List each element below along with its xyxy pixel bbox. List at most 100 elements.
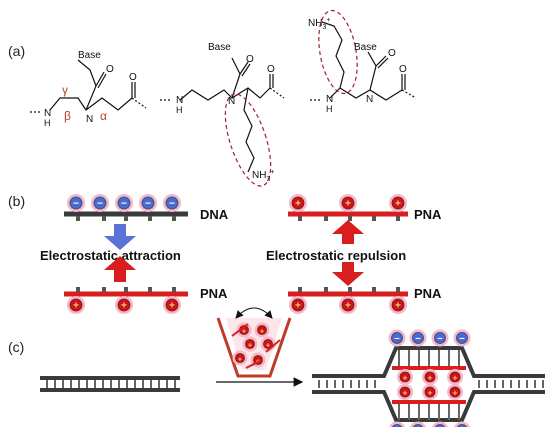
hybrid-rung [458,404,460,420]
svg-text:−: − [415,334,421,344]
pna-right-bottom-base-tick [372,287,376,292]
plus-charge-bead: + [339,194,357,212]
panel-b-label: (b) [8,193,25,209]
svg-text:+: + [242,327,247,336]
plus-charge-bead: + [115,296,133,314]
base-pair-rung [494,380,496,388]
svg-text:+: + [295,301,301,312]
base-pair-rung [366,380,368,388]
pna-strand-left-bottom: + + + [64,287,188,314]
oxygen-label-2a: O [246,54,254,65]
hybrid-rung [408,350,410,366]
repulsion-arrow-down [332,262,364,286]
base-pair-rung [358,380,360,388]
hybrid-rung [428,404,430,420]
hybrid-rung [398,350,400,366]
pna-right-bottom-backbone [288,291,408,297]
pna-left-backbone [64,291,188,297]
nitrogen-label-1: N [86,114,93,125]
svg-text:−: − [73,199,79,210]
attraction-arrow-down [104,224,136,250]
minus-charge-bead: − [67,194,85,212]
svg-text:+: + [73,301,79,312]
oxygen-label-1a: O [106,64,114,75]
alpha-label: α [100,109,107,123]
pna-right-top-base-tick [372,216,376,221]
svg-text:+: + [345,301,351,312]
base-pair-rung [54,380,56,388]
pna-left-base-tick [102,287,106,292]
mixing-double-arrow [235,307,273,319]
svg-text:+: + [428,388,433,398]
svg-text:−: − [121,199,127,210]
attraction-arrow-up [104,256,136,282]
pna-label-right-top: PNA [414,207,442,222]
nh-label-2: N [176,95,183,106]
plus-charge-bead: + [389,194,407,212]
svg-text:−: − [459,334,465,344]
hybrid-rung [418,350,420,366]
svg-text:+: + [238,355,243,364]
pna-right-top-base-tick [324,216,328,221]
svg-text:+: + [121,301,127,312]
plus-charge-bead: + [289,194,307,212]
plus-charge-bead: + [397,369,413,385]
pna-right-top-backbone [288,211,408,217]
dna-left-base-tick [76,216,80,221]
svg-text:+: + [395,199,401,210]
plus-charge-bead: + [67,296,85,314]
h-label-3: H [326,104,333,114]
pna-left-base-tick [172,287,176,292]
base-pair-rung [318,380,320,388]
repulsion-label: Electrostatic repulsion [266,248,406,263]
pna-label-left: PNA [200,286,228,301]
hybrid-rung [448,350,450,366]
h-label-2: H [176,105,183,115]
pna-left-base-tick [148,287,152,292]
base-pair-rung [534,380,536,388]
minus-charge-bead: − [91,194,109,212]
repulsion-arrow-up [332,220,364,244]
svg-text:+: + [266,341,271,350]
minus-charge-bead: − [453,421,471,432]
base-pair-rung [118,380,120,388]
svg-text:+: + [403,373,408,383]
dna-left-base-tick [148,216,152,221]
cup-pna-fragment [231,323,249,337]
hybrid-rung [408,404,410,420]
pna-structure-3 [310,21,417,101]
lysine-highlight-ellipse-2 [224,93,272,187]
base-pair-rung [478,380,480,388]
oxygen-label-2b: O [267,64,275,75]
oxygen-label-3b: O [399,64,407,75]
nh-label-1: N [44,108,51,119]
svg-text:−: − [169,199,175,210]
base-pair-rung [78,380,80,388]
hybrid-rung [398,404,400,420]
base-pair-rung [326,380,328,388]
minus-charge-bead: − [431,421,449,432]
base-pair-rung [102,380,104,388]
svg-text:+: + [260,327,265,336]
base-pair-rung [70,380,72,388]
pna-right-top-base-tick [348,216,352,221]
cup-plus-bead: + [254,322,270,338]
pna-left-base-tick [76,287,80,292]
svg-text:+: + [345,199,351,210]
nitrogen-label-3: N [366,94,373,105]
pna-right-bottom-base-tick [348,287,352,292]
svg-text:−: − [97,199,103,210]
base-label-1: Base [78,50,101,61]
base-pair-rung [158,380,160,388]
panel-c-label: (c) [8,339,24,355]
hybrid-rung [448,404,450,420]
oxygen-label-1b: O [129,72,137,83]
plus-charge-bead: + [163,296,181,314]
base-label-2: Base [208,42,231,53]
base-pair-rung [374,380,376,388]
dna-label: DNA [200,207,229,222]
base-pair-rung [46,380,48,388]
svg-text:+: + [248,341,253,350]
